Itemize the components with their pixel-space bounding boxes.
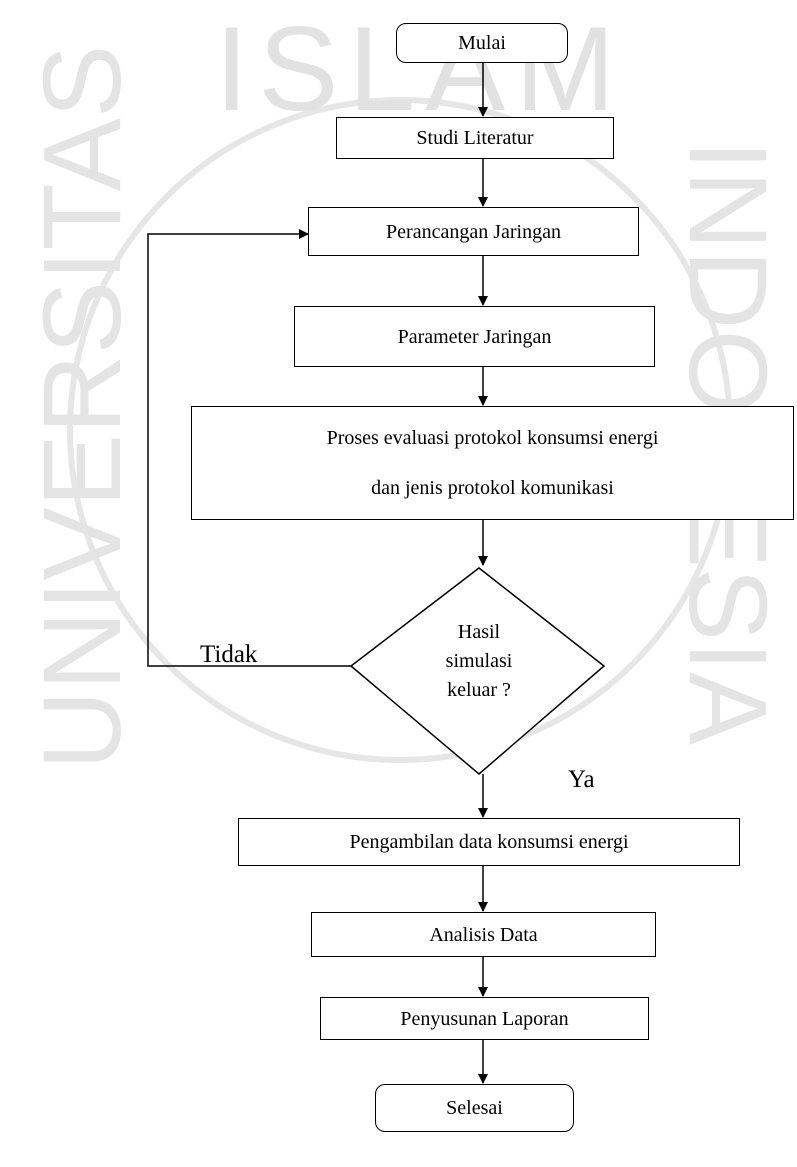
step-studi-literatur: Studi Literatur — [336, 117, 614, 159]
step-pengambilan-data: Pengambilan data konsumsi energi — [238, 818, 740, 866]
start-terminal: Mulai — [396, 23, 568, 63]
step-parameter-label: Parameter Jaringan — [397, 325, 552, 348]
step-proses-evaluasi: Proses evaluasi protokol konsumsi energi… — [191, 406, 794, 520]
svg-text:UNIVERSITAS: UNIVERSITAS — [21, 45, 144, 770]
end-label: Selesai — [446, 1097, 503, 1119]
step-proses-label-line2: dan jenis protokol komunikasi — [371, 477, 614, 499]
step-penyusunan-laporan: Penyusunan Laporan — [320, 997, 649, 1040]
step-pengambilan-label: Pengambilan data konsumsi energi — [349, 831, 629, 853]
step-analisis-label: Analisis Data — [429, 923, 538, 946]
step-perancangan-label: Perancangan Jaringan — [386, 220, 561, 243]
branch-no-label: Tidak — [200, 641, 258, 668]
step-analisis-data: Analisis Data — [311, 912, 656, 957]
start-label: Mulai — [458, 32, 506, 54]
step-parameter-jaringan: Parameter Jaringan — [294, 306, 655, 367]
arrow-loop-back-tidak — [147, 229, 351, 667]
step-proses-label-line1: Proses evaluasi protokol konsumsi energi — [326, 427, 659, 449]
decision-label-line1: Hasil — [457, 621, 501, 643]
decision-diamond — [349, 567, 606, 775]
step-studi-label: Studi Literatur — [416, 127, 534, 149]
decision-label-line3: keluar ? — [447, 679, 511, 701]
step-perancangan-jaringan: Perancangan Jaringan — [308, 207, 639, 256]
decision-label: Hasil simulasi keluar ? — [404, 618, 554, 705]
branch-yes-label: Ya — [568, 766, 595, 793]
decision-label-line2: simulasi — [445, 650, 513, 672]
end-terminal: Selesai — [375, 1084, 574, 1132]
step-penyusunan-label: Penyusunan Laporan — [400, 1007, 569, 1030]
